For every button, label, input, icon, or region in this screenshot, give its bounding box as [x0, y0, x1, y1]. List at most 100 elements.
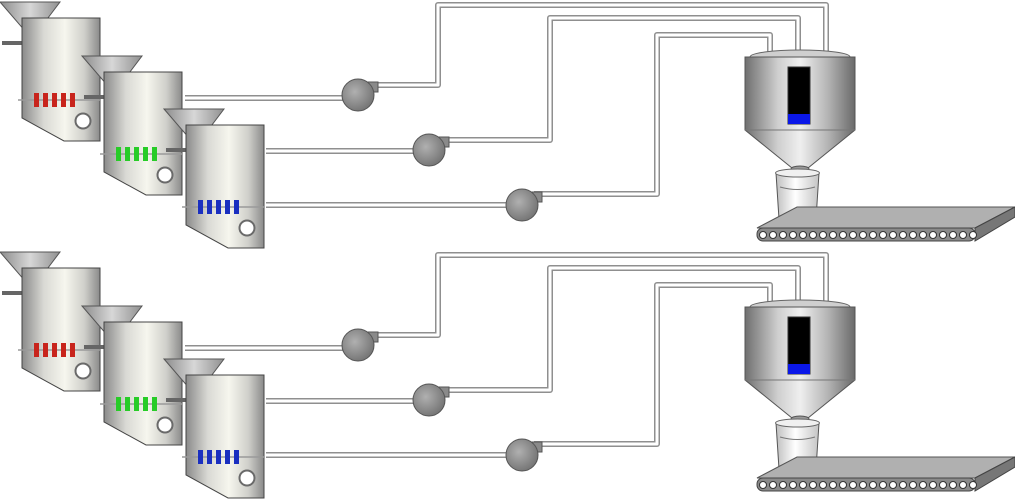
roller-icon [839, 231, 847, 239]
fan-housing [412, 133, 446, 167]
blower-fan-icon [505, 188, 543, 222]
roller-icon [969, 231, 977, 239]
conveyor-belt [756, 206, 1015, 229]
conveyor-icon [756, 206, 1015, 242]
roller-icon [829, 481, 837, 489]
port-icon [156, 416, 174, 434]
indicator-cell [216, 200, 221, 214]
fan-housing [341, 78, 375, 112]
pipe-core [534, 33, 772, 196]
roller-icon [909, 481, 917, 489]
mixer-unit [162, 108, 265, 249]
indicator-cell [43, 93, 48, 107]
indicator-cell [61, 343, 66, 357]
roller-icon [969, 481, 977, 489]
roller-icon [959, 231, 967, 239]
storage-silo-icon [744, 299, 856, 423]
mixer-icon [103, 71, 183, 196]
fan-housing [505, 438, 539, 472]
mixer-unit [80, 305, 183, 446]
roller-icon [849, 481, 857, 489]
pipe-core [441, 16, 800, 142]
indicator-cell [70, 343, 75, 357]
indicator-cell [125, 397, 130, 411]
pipe-core [534, 283, 772, 446]
roller-icon [949, 231, 957, 239]
indicator-cell [116, 147, 121, 161]
port-icon [156, 166, 174, 184]
indicator-cell [225, 450, 230, 464]
roller-icon [769, 481, 777, 489]
roller-icon [859, 231, 867, 239]
indicator-cell [34, 343, 39, 357]
pipe-core [370, 3, 828, 87]
indicator-cell [152, 397, 157, 411]
mixer-icon [185, 124, 265, 249]
fan-housing [341, 328, 375, 362]
roller-icon [849, 231, 857, 239]
roller-icon [889, 231, 897, 239]
roller-icon [809, 231, 817, 239]
tank-level-fill [788, 114, 810, 124]
mixer-unit [0, 1, 101, 142]
indicator-cell [61, 93, 66, 107]
indicator-cell [198, 200, 203, 214]
roller-icon [819, 481, 827, 489]
process-line-group [0, 251, 1015, 499]
blower-fan-icon [412, 133, 450, 167]
indicator-cell [198, 450, 203, 464]
mixer-icon [185, 374, 265, 499]
indicator-cell [207, 200, 212, 214]
indicator-cell [125, 147, 130, 161]
roller-icon [779, 481, 787, 489]
bucket-band [779, 436, 816, 440]
indicator-cell [234, 200, 239, 214]
indicator-cell [225, 200, 230, 214]
conveyor-icon [756, 456, 1015, 492]
conveyor-belt [756, 456, 1015, 479]
roller-icon [939, 481, 947, 489]
pipe-outline [534, 32, 773, 197]
blower-fan-icon [341, 328, 379, 362]
indicator-cell [34, 93, 39, 107]
roller-icon [919, 481, 927, 489]
bucket-rim [775, 168, 820, 178]
mixer-icon [21, 267, 101, 392]
mixer-unit [0, 251, 101, 392]
bucket-band [779, 186, 816, 190]
roller-icon [869, 481, 877, 489]
roller-icon [789, 231, 797, 239]
port-icon [238, 469, 256, 487]
fan-housing [412, 383, 446, 417]
pipe-outline [534, 282, 773, 447]
blower-fan-icon [412, 383, 450, 417]
roller-icon [889, 481, 897, 489]
indicator-cell [207, 450, 212, 464]
roller-icon [769, 231, 777, 239]
indicator-cell [116, 397, 121, 411]
roller-icon [809, 481, 817, 489]
indicator-cell [234, 450, 239, 464]
tank-level-fill [788, 364, 810, 374]
indicator-cell [152, 147, 157, 161]
indicator-cell [143, 147, 148, 161]
mixer-unit [80, 55, 183, 196]
roller-icon [909, 231, 917, 239]
roller-icon [819, 231, 827, 239]
roller-icon [759, 481, 767, 489]
roller-icon [899, 481, 907, 489]
roller-icon [949, 481, 957, 489]
storage-silo-icon [744, 49, 856, 173]
roller-icon [929, 231, 937, 239]
indicator-cell [143, 397, 148, 411]
mixer-icon [103, 321, 183, 446]
pipe-core [370, 253, 828, 337]
mixer-unit [162, 358, 265, 499]
process-line-group [0, 1, 1015, 249]
pipe-core [441, 266, 800, 392]
roller-icon [789, 481, 797, 489]
indicator-cell [216, 450, 221, 464]
roller-icon [799, 231, 807, 239]
roller-icon [959, 481, 967, 489]
